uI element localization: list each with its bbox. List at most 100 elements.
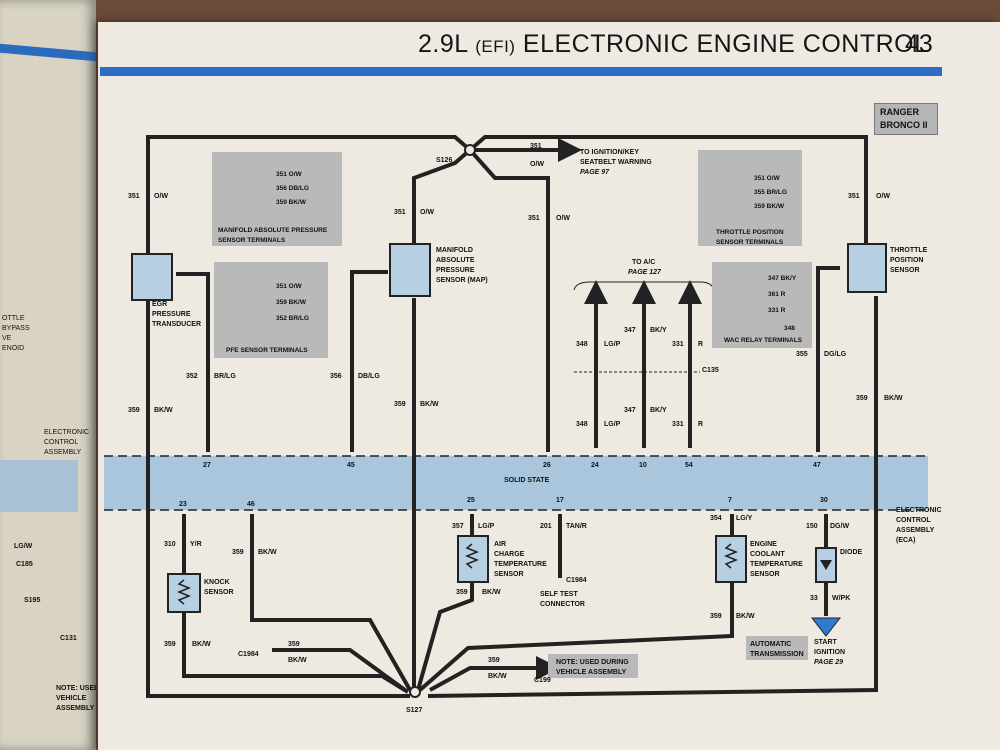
pin-47: 47 xyxy=(813,462,821,469)
map-name1: MANIFOLD xyxy=(436,247,473,254)
tps-name1: THROTTLE xyxy=(890,247,928,254)
pin-27: 27 xyxy=(203,462,211,469)
tps-name3: SENSOR xyxy=(890,267,920,274)
pfe-term-1: 351 O/W xyxy=(276,283,302,290)
ect-c359: BK/W xyxy=(736,613,755,620)
diode-w33: 33 xyxy=(810,595,818,602)
ect-w359: 359 xyxy=(710,613,722,620)
tps-c359: BK/W xyxy=(884,395,903,402)
title-efi: (EFI) xyxy=(475,37,516,56)
pin46-w: 359 xyxy=(232,549,244,556)
start-line1: START xyxy=(814,639,837,646)
wac-term-caption: WAC RELAY TERMINALS xyxy=(724,337,803,344)
left-label: LG/W xyxy=(14,543,33,550)
diode-c33: W/PK xyxy=(832,595,851,602)
pin-30: 30 xyxy=(820,497,828,504)
note-line1: NOTE: USED DURING xyxy=(556,659,629,666)
ign-color: O/W xyxy=(530,161,544,168)
start-ignition-marker xyxy=(810,617,842,637)
wac-term-4: 348 xyxy=(784,325,795,332)
title-rest: ELECTRONIC ENGINE CONTROL xyxy=(522,30,929,58)
left-label: S195 xyxy=(24,597,41,604)
badge-line2: BRONCO II xyxy=(880,120,928,130)
left-label: CONTROL xyxy=(44,439,79,446)
map-w351: 351 xyxy=(394,209,406,216)
act-w357: 357 xyxy=(452,523,464,530)
ign-page: PAGE 97 xyxy=(580,169,610,176)
left-label: VEHICLE xyxy=(56,695,87,702)
wac-terminal-box xyxy=(712,262,812,348)
start-page: PAGE 29 xyxy=(814,659,844,666)
ac-connector: C135 xyxy=(702,367,719,374)
knock-w310: 310 xyxy=(164,541,176,548)
auto-trans-box xyxy=(746,636,808,660)
knock-name2: SENSOR xyxy=(204,589,234,596)
pfe-terminal-box xyxy=(214,262,328,358)
egr-c351: O/W xyxy=(154,193,168,200)
tps-term-3: 359 BK/W xyxy=(754,203,784,210)
note-line2: VEHICLE ASSEMBLY xyxy=(556,669,627,676)
ect-sensor xyxy=(715,535,747,583)
tps-term-1: 351 O/W xyxy=(754,175,780,182)
pfe-term-2: 359 BK/W xyxy=(276,299,306,306)
tps-term-caption1: THROTTLE POSITION xyxy=(716,229,784,236)
throttle-position-sensor xyxy=(847,243,887,293)
map-term-caption2: SENSOR TERMINALS xyxy=(218,237,286,244)
left-label: NOTE: USED xyxy=(56,685,96,692)
center-351-color: O/W xyxy=(556,215,570,222)
act-sensor xyxy=(457,535,489,583)
left-label: C131 xyxy=(60,635,77,642)
page-title: 2.9L (EFI) ELECTRONIC ENGINE CONTROL xyxy=(418,30,929,59)
knock-name1: KNOCK xyxy=(204,579,230,586)
knock-w359: 359 xyxy=(164,641,176,648)
egr-name3: TRANSDUCER xyxy=(152,321,201,328)
left-label: ELECTRONIC xyxy=(44,429,90,436)
map-term-2: 356 DB/LG xyxy=(276,185,309,192)
s127-label: S127 xyxy=(406,707,423,714)
auto-trans-line2: TRANSMISSION xyxy=(750,651,804,658)
ac-w347b: 347 xyxy=(624,407,636,414)
knock-c359: BK/W xyxy=(192,641,211,648)
ign-text1: TO IGNITION/KEY xyxy=(580,149,639,156)
tps-w355: 355 xyxy=(796,351,808,358)
map-terminal-box xyxy=(212,152,342,246)
ect-name2: COOLANT xyxy=(750,551,785,558)
map-term-3: 359 BK/W xyxy=(276,199,306,206)
ect-name4: SENSOR xyxy=(750,571,780,578)
ac-c331a: R xyxy=(698,341,704,348)
left-label: ASSEMBLY xyxy=(56,705,95,712)
eca-name4: (ECA) xyxy=(896,537,916,544)
pin-26: 26 xyxy=(543,462,551,469)
pin-25: 25 xyxy=(467,497,475,504)
egr-transducer xyxy=(131,253,173,301)
c1984-lower-conn: C1984 xyxy=(238,651,259,658)
left-label: C185 xyxy=(16,561,33,568)
title-main: 2.9L xyxy=(418,30,468,58)
map-w359: 359 xyxy=(394,401,406,408)
act-name4: SENSOR xyxy=(494,571,524,578)
left-label: BYPASS xyxy=(2,325,30,332)
ac-c347b: BK/Y xyxy=(650,407,667,414)
wac-term-3: 331 R xyxy=(768,307,786,314)
diode-c150: DG/W xyxy=(830,523,850,530)
eca-name3: ASSEMBLY xyxy=(896,527,935,534)
ac-w348b: 348 xyxy=(576,421,588,428)
selftest-w: 201 xyxy=(540,523,552,530)
tps-c351: O/W xyxy=(876,193,890,200)
egr-name2: PRESSURE xyxy=(152,311,191,318)
pfe-term-caption: PFE SENSOR TERMINALS xyxy=(226,347,308,354)
egr-name1: EGR xyxy=(152,301,168,308)
eca-name1: ELECTRONIC xyxy=(896,507,942,514)
eca-name2: CONTROL xyxy=(896,517,931,524)
pin-46: 46 xyxy=(247,501,255,508)
note-w: 359 xyxy=(488,657,500,664)
ac-c348a: LG/P xyxy=(604,341,621,348)
knock-c310: Y/R xyxy=(190,541,202,548)
tps-c355: DG/LG xyxy=(824,351,847,358)
c1984-lower-w: 359 xyxy=(288,641,300,648)
map-name3: PRESSURE xyxy=(436,267,475,274)
act-name3: TEMPERATURE xyxy=(494,561,547,568)
pin-23: 23 xyxy=(179,501,187,508)
pin-17: 17 xyxy=(556,497,564,504)
